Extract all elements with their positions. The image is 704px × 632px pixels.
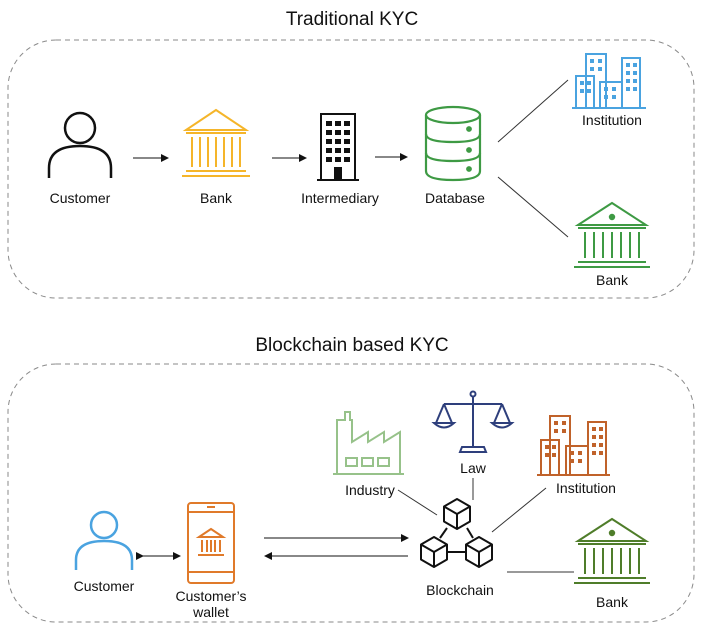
connector-industry-blockchain	[397, 489, 438, 516]
blockchain-wallet-label-line2: wallet	[192, 604, 229, 620]
connector-database-bank	[497, 176, 569, 238]
traditional-title: Traditional KYC	[286, 9, 418, 30]
scales-icon	[431, 390, 515, 453]
city-buildings-icon	[572, 53, 646, 109]
traditional-frame	[7, 39, 695, 299]
traditional-intermediary-label: Intermediary	[301, 190, 379, 206]
person-icon	[74, 510, 134, 570]
blockchain-node-label: Blockchain	[426, 582, 494, 598]
blockchain-frame	[7, 363, 695, 623]
blockchain-wallet-label-line1: Customer’s	[175, 588, 246, 604]
database-icon	[424, 105, 482, 182]
blockchain-cubes-icon	[420, 498, 493, 568]
blockchain-institution-label: Institution	[556, 480, 616, 496]
city-buildings-icon	[537, 415, 610, 476]
traditional-bank2-label: Bank	[596, 272, 629, 288]
connector-institution-blockchain	[491, 487, 547, 533]
bank-icon	[182, 108, 250, 177]
traditional-institution-label: Institution	[582, 112, 642, 128]
blockchain-industry-label: Industry	[345, 482, 395, 498]
blockchain-law-label: Law	[460, 460, 487, 476]
wallet-phone-icon	[187, 502, 235, 584]
connector-database-institution	[497, 79, 569, 143]
blockchain-customer-label: Customer	[74, 578, 135, 594]
person-icon	[47, 111, 113, 178]
traditional-bank-label: Bank	[200, 190, 233, 206]
traditional-database-label: Database	[425, 190, 485, 206]
factory-icon	[333, 411, 404, 475]
blockchain-title: Blockchain based KYC	[255, 335, 448, 356]
blockchain-bank-label: Bank	[596, 594, 629, 610]
bank-icon	[574, 201, 650, 268]
traditional-customer-label: Customer	[50, 190, 111, 206]
office-building-icon	[317, 113, 359, 181]
bank-icon	[574, 517, 650, 584]
